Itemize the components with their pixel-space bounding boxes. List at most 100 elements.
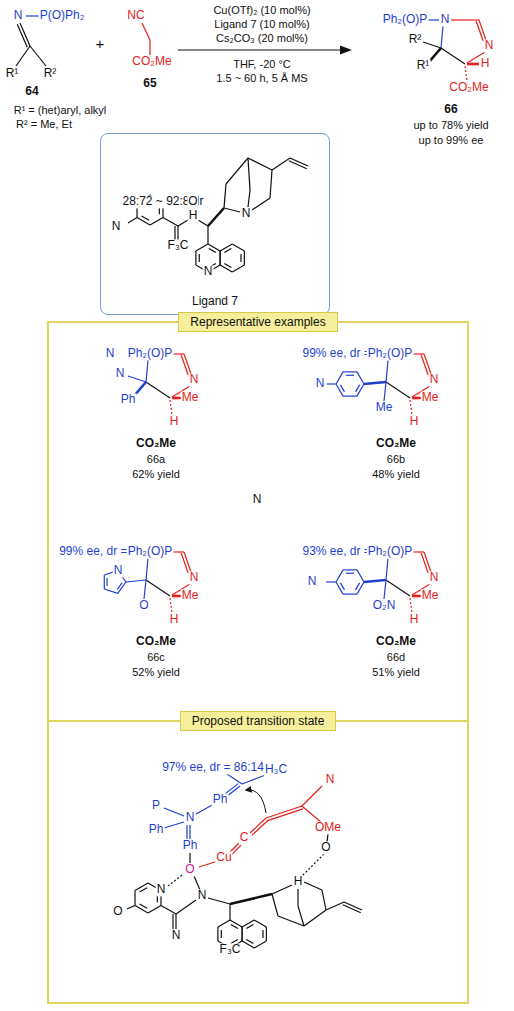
chem-label: + [95, 36, 106, 53]
chem-label: N [203, 265, 214, 278]
bond-line [336, 570, 343, 582]
chem-label: CO₂Me [135, 437, 177, 450]
chem-label: OMe [314, 821, 342, 834]
bond-line [384, 580, 386, 599]
bond-line [336, 372, 343, 384]
section-heading: Proposed transition state [192, 714, 325, 728]
bond-line [250, 818, 266, 833]
bond-line [343, 396, 357, 397]
chem-label: H [188, 209, 199, 222]
chem-label: O [184, 863, 195, 876]
chem-label: H [480, 57, 491, 70]
chem-label: Ph₂(O)P [367, 545, 414, 558]
chem-label: N [13, 9, 24, 22]
bond-line [181, 553, 188, 573]
bond-line [441, 26, 443, 48]
chem-label: Cu(OTf)₂ (10 mol%) [212, 4, 311, 16]
bond-line [343, 371, 357, 372]
chem-label: Me [421, 589, 440, 602]
bond-line [117, 583, 122, 590]
bond-line [346, 573, 354, 574]
bond-line [184, 552, 191, 572]
bond-line [181, 355, 188, 375]
bond-line [150, 218, 163, 226]
chem-label: N [113, 564, 124, 577]
chem-label: N [429, 571, 440, 584]
chem-label: Ph [182, 839, 199, 852]
bond-line [326, 902, 344, 910]
chem-label: THF, -20 °C [232, 58, 292, 70]
bond-line [357, 372, 364, 384]
chem-label: 51% yield [371, 666, 421, 678]
chem-label: R¹ [416, 59, 431, 72]
bond-line [476, 21, 483, 41]
bond-line [246, 924, 253, 928]
bond-line [161, 906, 176, 915]
chem-label: Ph [120, 393, 137, 406]
bond-line [217, 927, 218, 941]
chem-label: N [115, 367, 126, 380]
bond-line [421, 355, 428, 375]
bond-line [140, 888, 147, 892]
chem-label: 65 [142, 77, 157, 90]
bond-line [441, 48, 465, 64]
bond-line [174, 226, 175, 240]
chem-label: Ph [212, 793, 229, 806]
ligand-box: Ligand 7 [100, 133, 330, 315]
bond-line [189, 825, 190, 839]
bond-line [346, 375, 354, 376]
bond-line [267, 809, 303, 821]
bond-line [410, 598, 412, 613]
bond-line [140, 904, 147, 908]
bond-line [254, 941, 266, 948]
chem-label: N [189, 373, 200, 386]
bond-line [144, 580, 146, 599]
bond-line [302, 854, 324, 876]
bond-line [429, 48, 441, 62]
bond-line [242, 927, 243, 941]
chem-label: Ph [148, 823, 165, 836]
chem-label: N [315, 377, 326, 390]
chem-label: 66d [386, 651, 406, 663]
bond-line [208, 208, 224, 226]
bond-line [357, 582, 364, 594]
bond-line [278, 916, 304, 926]
bond-line [423, 42, 441, 48]
bond-line [272, 894, 278, 916]
chem-label: Me [375, 401, 394, 414]
bond-line [30, 46, 46, 66]
bond-line [266, 927, 267, 941]
bond-line [164, 808, 184, 816]
curved-arrow [246, 790, 266, 813]
chem-label: R¹ = (het)aryl, alkyl [13, 104, 108, 116]
chem-label: Ph₂(O)P [127, 545, 174, 558]
bond-line [327, 383, 336, 384]
bond-lines [16, 16, 486, 948]
bond-line [304, 910, 326, 926]
section-band: Proposed transition state [180, 711, 337, 731]
chem-label: Ph₂(O)P [127, 347, 174, 360]
bond-line [118, 582, 126, 593]
bond-line [410, 400, 412, 415]
panel-frame [48, 322, 468, 1003]
bond-line [242, 920, 254, 927]
bond-line [451, 19, 479, 20]
bond-line [17, 24, 27, 47]
bond-line [272, 158, 290, 170]
bond-line [270, 170, 272, 198]
chem-label: N [171, 929, 182, 942]
bond-line [128, 218, 137, 224]
bond-line [106, 578, 107, 586]
bond-line [336, 384, 343, 396]
chem-label: H [293, 875, 304, 888]
bond-line [356, 583, 360, 590]
bond-line [386, 558, 388, 580]
bond-line [229, 904, 230, 920]
bond-line [357, 384, 364, 396]
chem-label: up to 78% yield [412, 119, 489, 131]
bond-line [248, 190, 250, 207]
bond-line [298, 906, 304, 926]
bond-line [231, 924, 238, 928]
bond-line [343, 594, 357, 595]
